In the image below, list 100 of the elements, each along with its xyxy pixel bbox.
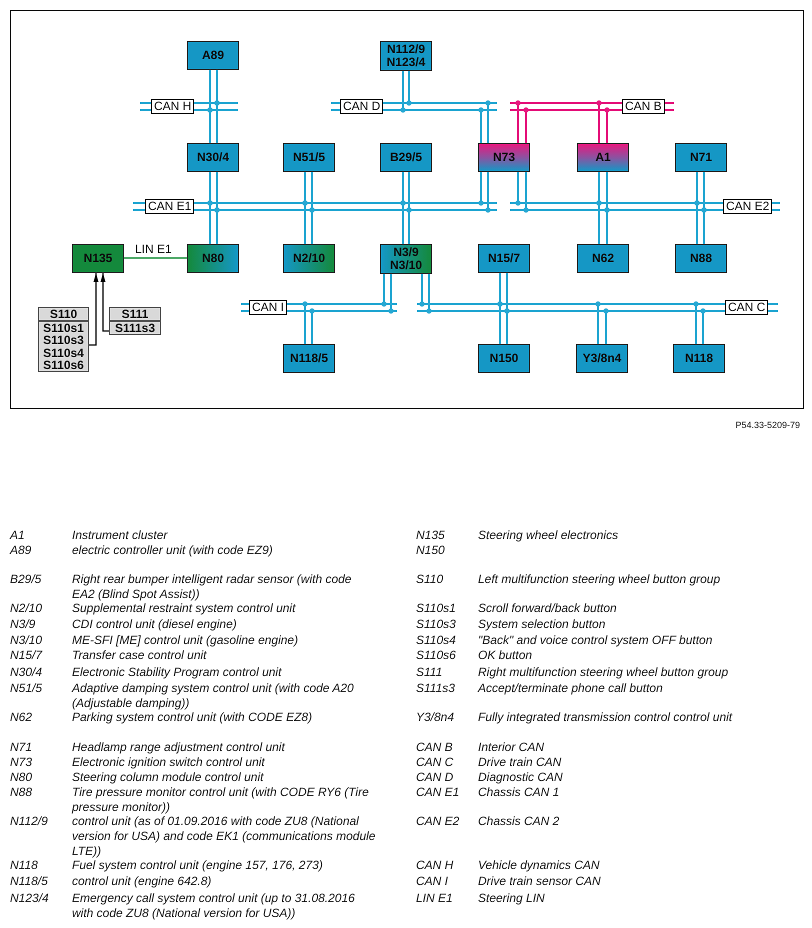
component-description: Scroll forward/back button — [478, 601, 618, 616]
component-code: N3/9 — [10, 617, 36, 632]
unit-code: Y3/8n4 — [582, 352, 622, 365]
component-description: Drive train CAN — [478, 755, 562, 770]
component-code: CAN E2 — [416, 814, 460, 829]
bus-label: CAN B — [622, 99, 665, 114]
control-unit-box — [283, 344, 335, 373]
unit-code: N135 — [84, 252, 112, 265]
control-unit-box — [380, 41, 432, 71]
component-code: LIN E1 — [416, 891, 454, 906]
component-code: CAN D — [416, 770, 454, 785]
arrow — [89, 273, 98, 346]
component-code: S111 — [416, 665, 444, 680]
component-description: OK button — [478, 648, 534, 663]
unit-code: N118/5 — [290, 352, 328, 365]
component-description: Instrument cluster — [72, 528, 169, 543]
component-code: N3/10 — [10, 633, 44, 648]
component-description: Steering LIN — [478, 891, 546, 906]
group-code: S110 — [39, 308, 88, 322]
control-unit-box — [478, 143, 530, 172]
component-description: System selection button — [478, 617, 606, 632]
control-unit-box — [72, 244, 124, 273]
component-code: N112/9 — [10, 814, 49, 829]
edge-label: LIN E1 — [134, 243, 173, 256]
component-code: S110s6 — [416, 648, 457, 663]
group-code: S111 — [110, 308, 160, 322]
component-description: Steering wheel electronics — [478, 528, 620, 543]
component-code: N62 — [10, 710, 34, 725]
component-description: Supplemental restraint system control unit — [72, 601, 297, 616]
component-description: Electronic ignition switch control unit — [72, 755, 266, 770]
component-code: N73 — [10, 755, 34, 770]
control-unit-box — [283, 244, 335, 273]
component-code: N88 — [10, 785, 34, 800]
unit-code: N88 — [690, 252, 712, 265]
unit-code: B29/5 — [390, 151, 422, 164]
component-code: N135 — [416, 528, 446, 543]
component-description: Diagnostic CAN — [478, 770, 564, 785]
component-description: Emergency call system control unit (up to 31.08.2016 with code ZU8 (National version for USA)) — [72, 891, 356, 921]
component-description: Fuel system control unit (engine 157, 176, 273) — [72, 858, 324, 873]
bus-connection-line — [517, 171, 527, 211]
figure-reference: P54.33-5209-79 — [734, 420, 800, 431]
component-description: Headlamp range adjustment control unit — [72, 740, 286, 755]
component-code: N2/10 — [10, 601, 44, 616]
component-code: Y3/8n4 — [416, 710, 456, 725]
component-description: Right rear bumper intelligent radar sensor (with code EA2 (Blind Spot Assist)) — [72, 572, 352, 602]
bus-label: CAN E2 — [723, 199, 772, 214]
component-description: Vehicle dynamics CAN — [478, 858, 601, 873]
component-description: Parking system control unit (with CODE EZ8) — [72, 710, 314, 725]
button-group-box — [109, 307, 161, 335]
control-unit-box — [577, 244, 629, 273]
component-code: A1 — [10, 528, 26, 543]
component-code: N15/7 — [10, 648, 44, 663]
component-code: N150 — [416, 543, 446, 558]
bus-connection-line — [598, 102, 608, 144]
arrow — [100, 273, 109, 332]
component-description: Transfer case control unit — [72, 648, 208, 663]
unit-code: N51/5 — [292, 151, 326, 164]
control-unit-box — [283, 143, 335, 172]
component-description: control unit (engine 642.8) — [72, 874, 212, 889]
unit-code: A89 — [202, 49, 224, 62]
component-description: Left multifunction steering wheel button group — [478, 572, 722, 587]
control-unit-box — [187, 244, 239, 273]
component-code: N51/5 — [10, 681, 44, 696]
control-unit-box — [576, 344, 628, 373]
component-code: S110s1 — [416, 601, 457, 616]
component-description: Steering column module control unit — [72, 770, 265, 785]
bus-connection-line — [383, 273, 392, 312]
button-codes: S110s1 S110s3 S110s4 S110s6 — [42, 322, 85, 372]
control-unit-box — [187, 41, 239, 70]
component-code: N71 — [10, 740, 34, 755]
component-code: CAN H — [416, 858, 454, 873]
component-description: Drive train sensor CAN — [478, 874, 602, 889]
button-group-box — [38, 307, 89, 372]
component-description: Adaptive damping system control unit (with code A20 (Adjustable damping)) — [72, 681, 355, 711]
component-description: ME-SFI [ME] control unit (gasoline engine) — [72, 633, 300, 648]
component-description: Accept/terminate phone call button — [478, 681, 664, 696]
lin-connection-line — [124, 257, 187, 259]
bus-connection-line — [480, 102, 489, 144]
component-description: Chassis CAN 1 — [478, 785, 560, 800]
unit-code: N80 — [202, 252, 224, 265]
unit-code: N15/7 — [488, 252, 520, 265]
component-code: S111s3 — [416, 681, 456, 696]
unit-code: N30/4 — [196, 151, 230, 164]
unit-code: N3/9 N3/10 — [388, 246, 424, 272]
control-unit-box — [187, 143, 239, 172]
unit-code: N73 — [492, 151, 515, 164]
unit-code: A1 — [595, 151, 611, 164]
component-code: N118/5 — [10, 874, 49, 889]
bus-label: CAN E1 — [145, 199, 194, 214]
component-code: CAN E1 — [416, 785, 460, 800]
control-unit-box — [577, 143, 629, 172]
component-code: S110 — [416, 572, 444, 587]
bus-connection-line — [597, 303, 607, 345]
component-description: Tire pressure monitor control unit (with CODE RY6 (Tire pressure monitor)) — [72, 785, 370, 815]
bus-connection-line — [517, 102, 527, 144]
component-code: S110s3 — [416, 617, 457, 632]
control-unit-box — [478, 244, 530, 273]
unit-code: N2/10 — [292, 252, 326, 265]
button-codes: S111s3 — [114, 322, 156, 334]
unit-code: N71 — [690, 151, 712, 164]
